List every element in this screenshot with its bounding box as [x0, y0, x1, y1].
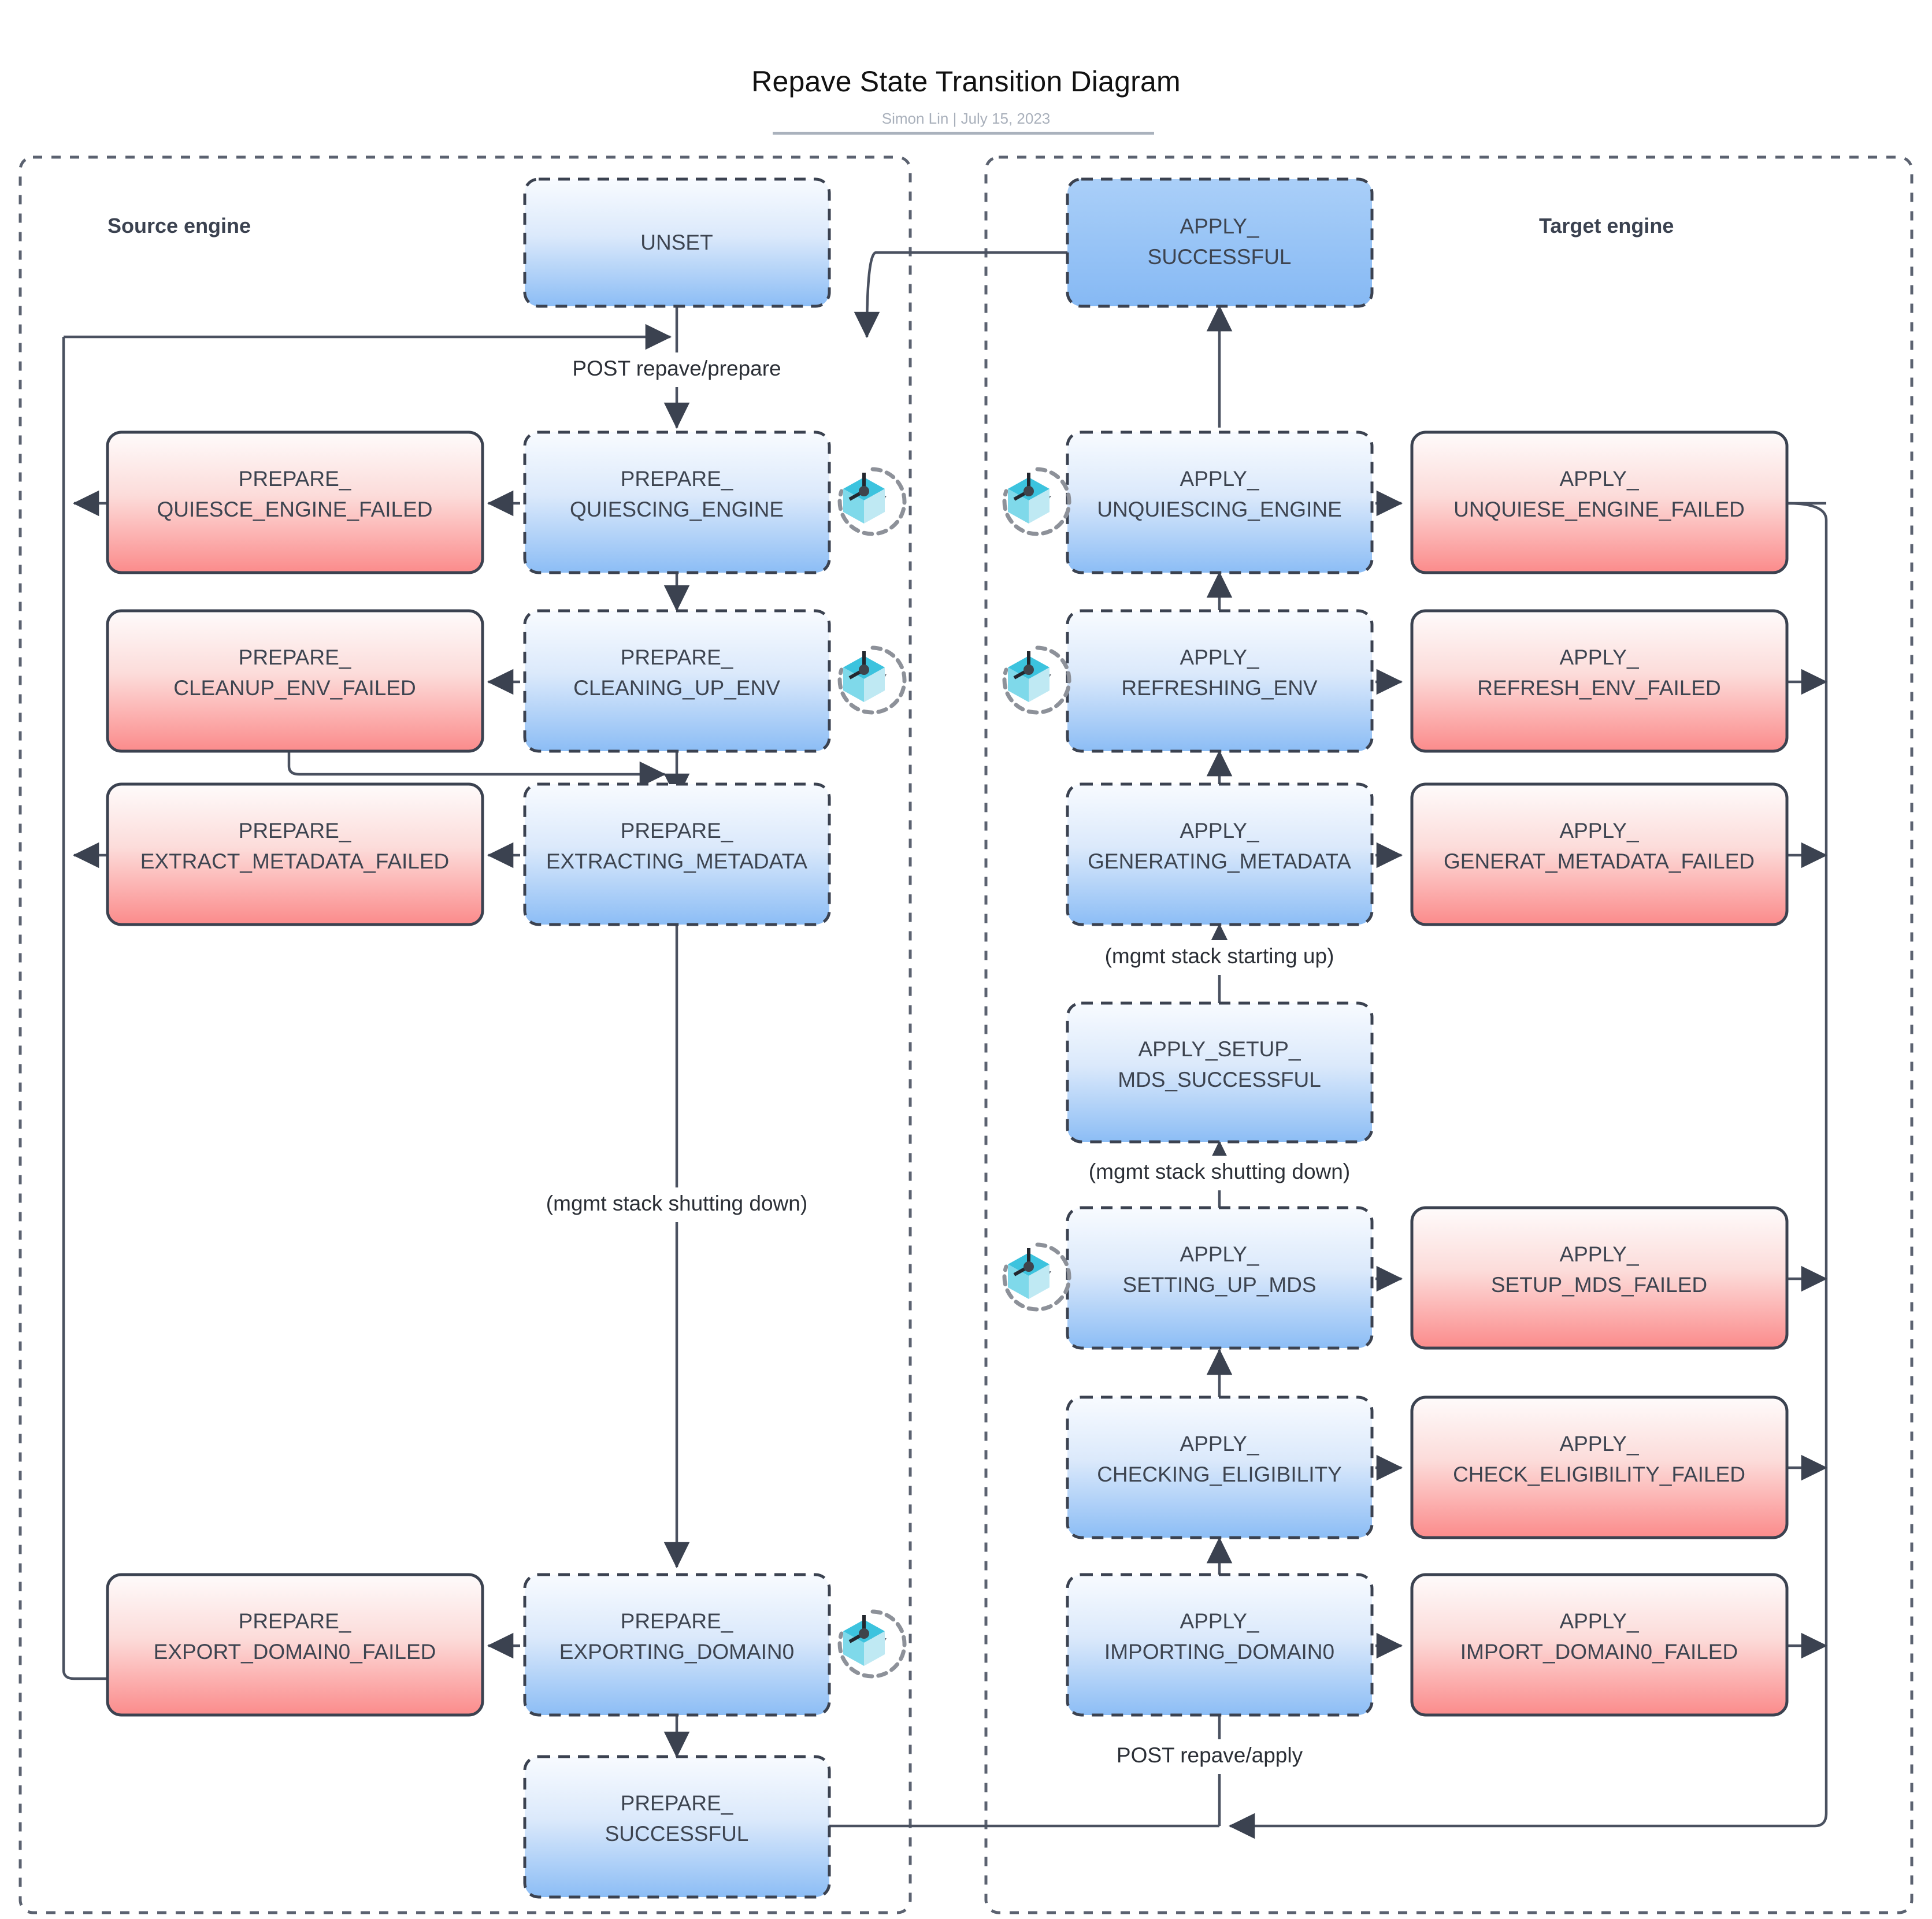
- node-pqef-line2: QUIESCE_ENGINE_FAILED: [157, 498, 432, 521]
- node-pqef-line1: PREPARE_: [239, 467, 351, 491]
- edge-right-return-bus: [1228, 502, 1828, 1839]
- title-rule: [773, 132, 1154, 135]
- node-apply-unquiescing-engine[interactable]: APPLY_ UNQUIESCING_ENGINE: [1066, 430, 1374, 574]
- node-apply-importing-domain0[interactable]: APPLY_ IMPORTING_DOMAIN0: [1066, 1573, 1374, 1717]
- panel-label-target: Target engine: [1539, 214, 1674, 237]
- page-title: Repave State Transition Diagram: [751, 65, 1181, 98]
- node-apply-import-domain0-failed[interactable]: APPLY_ IMPORT_DOMAIN0_FAILED: [1410, 1573, 1789, 1717]
- node-prepare-cleaning-up-env[interactable]: PREPARE_ CLEANING_UP_ENV: [523, 609, 831, 753]
- edge-label-post-repave-apply: POST repave/apply: [1117, 1743, 1303, 1767]
- node-auef-line1: APPLY_: [1559, 467, 1639, 491]
- node-apply-generat-metadata-failed[interactable]: APPLY_ GENERAT_METADATA_FAILED: [1410, 782, 1789, 926]
- node-prepare-extract-metadata-failed[interactable]: PREPARE_ EXTRACT_METADATA_FAILED: [106, 782, 484, 926]
- node-asmf-line1: APPLY_: [1559, 1242, 1639, 1266]
- node-aue-line1: APPLY_: [1180, 467, 1259, 491]
- node-as-line1: APPLY_: [1180, 214, 1259, 238]
- timer-cube-icon: [837, 645, 907, 715]
- node-auef-line2: UNQUIESE_ENGINE_FAILED: [1453, 498, 1745, 521]
- node-prepare-successful[interactable]: PREPARE_ SUCCESSFUL: [523, 1755, 831, 1899]
- node-pem-line2: EXTRACTING_METADATA: [546, 849, 808, 873]
- node-asum-line2: SETTING_UP_MDS: [1122, 1273, 1316, 1297]
- node-pcef-line2: CLEANUP_ENV_FAILED: [173, 676, 416, 700]
- timer-cube-icon: [1002, 1242, 1071, 1312]
- node-apply-refresh-env-failed[interactable]: APPLY_ REFRESH_ENV_FAILED: [1410, 609, 1789, 753]
- node-ped-line1: PREPARE_: [621, 1609, 733, 1633]
- node-agmf-line2: GENERAT_METADATA_FAILED: [1444, 849, 1755, 873]
- node-pqe-line2: QUIESCING_ENGINE: [570, 498, 784, 521]
- node-agm-line1: APPLY_: [1180, 819, 1259, 842]
- node-pemf-line2: EXTRACT_METADATA_FAILED: [140, 849, 450, 873]
- node-agm-line2: GENERATING_METADATA: [1088, 849, 1351, 873]
- node-aidf-line2: IMPORT_DOMAIN0_FAILED: [1460, 1640, 1738, 1664]
- node-pemf-line1: PREPARE_: [239, 819, 351, 842]
- timer-cube-icon: [1002, 467, 1071, 536]
- node-pem-line1: PREPARE_: [621, 819, 733, 842]
- timer-cube-icon: [837, 467, 907, 536]
- node-apply-setup-mds-failed[interactable]: APPLY_ SETUP_MDS_FAILED: [1410, 1206, 1789, 1350]
- node-apply-check-eligibility-failed[interactable]: APPLY_ CHECK_ELIGIBILITY_FAILED: [1410, 1395, 1789, 1539]
- node-pcue-line2: CLEANING_UP_ENV: [573, 676, 780, 700]
- node-prepare-quiescing-engine[interactable]: PREPARE_ QUIESCING_ENGINE: [523, 430, 831, 574]
- edge-label-post-repave-prepare: POST repave/prepare: [572, 357, 781, 380]
- node-pedf-line2: EXPORT_DOMAIN0_FAILED: [154, 1640, 436, 1664]
- node-aref-line2: REFRESH_ENV_FAILED: [1477, 676, 1721, 700]
- node-apply-unquiese-engine-failed[interactable]: APPLY_ UNQUIESE_ENGINE_FAILED: [1410, 430, 1789, 574]
- edge-labels: POST repave/prepare (mgmt stack shutting…: [509, 352, 1396, 1774]
- panel-target: [984, 155, 1914, 1914]
- node-acef-line1: APPLY_: [1559, 1432, 1639, 1456]
- timer-cube-icon: [1002, 645, 1071, 715]
- node-prepare-quiesce-engine-failed[interactable]: PREPARE_ QUIESCE_ENGINE_FAILED: [106, 430, 484, 574]
- node-agmf-line1: APPLY_: [1559, 819, 1639, 842]
- node-amss-line2: MDS_SUCCESSFUL: [1118, 1068, 1321, 1092]
- node-pcue-line1: PREPARE_: [621, 645, 733, 669]
- node-pcef-line1: PREPARE_: [239, 645, 351, 669]
- panel-source: [18, 155, 912, 1914]
- edge-applysuccess-to-junction: [854, 251, 1076, 339]
- node-prepare-exporting-domain0[interactable]: PREPARE_ EXPORTING_DOMAIN0: [523, 1573, 831, 1717]
- node-are-line1: APPLY_: [1180, 645, 1259, 669]
- node-prepare-cleanup-env-failed[interactable]: PREPARE_ CLEANUP_ENV_FAILED: [106, 609, 484, 753]
- node-as-line2: SUCCESSFUL: [1148, 245, 1292, 269]
- node-ace-line1: APPLY_: [1180, 1432, 1259, 1456]
- node-unset-line1: UNSET: [640, 231, 713, 254]
- panel-label-source: Source engine: [107, 214, 251, 237]
- node-asmf-line2: SETUP_MDS_FAILED: [1491, 1273, 1707, 1297]
- node-unset[interactable]: UNSET: [523, 177, 831, 308]
- edge-label-mgmt-shutting-down-right: (mgmt stack shutting down): [1089, 1160, 1350, 1183]
- timer-cube-icon: [837, 1609, 907, 1679]
- byline: Simon Lin | July 15, 2023: [881, 110, 1051, 127]
- node-asum-line1: APPLY_: [1180, 1242, 1259, 1266]
- node-ps-line1: PREPARE_: [621, 1791, 733, 1815]
- edge-label-mgmt-shutting-down-left: (mgmt stack shutting down): [546, 1192, 807, 1215]
- node-prepare-extracting-metadata[interactable]: PREPARE_ EXTRACTING_METADATA: [523, 782, 831, 926]
- node-apply-successful[interactable]: APPLY_ SUCCESSFUL: [1066, 177, 1374, 308]
- node-pqe-line1: PREPARE_: [621, 467, 733, 491]
- node-are-line2: REFRESHING_ENV: [1121, 676, 1318, 700]
- node-ped-line2: EXPORTING_DOMAIN0: [559, 1640, 794, 1664]
- node-apply-checking-eligibility[interactable]: APPLY_ CHECKING_ELIGIBILITY: [1066, 1395, 1374, 1539]
- node-amss-line1: APPLY_SETUP_: [1138, 1037, 1300, 1061]
- node-aid-line1: APPLY_: [1180, 1609, 1259, 1633]
- node-pedf-line1: PREPARE_: [239, 1609, 351, 1633]
- edge-label-mgmt-starting-up: (mgmt stack starting up): [1105, 944, 1334, 968]
- node-apply-refreshing-env[interactable]: APPLY_ REFRESHING_ENV: [1066, 609, 1374, 753]
- node-ps-line2: SUCCESSFUL: [605, 1822, 749, 1846]
- node-aid-line2: IMPORTING_DOMAIN0: [1104, 1640, 1334, 1664]
- edge-cleanup-rejoin: [287, 751, 666, 788]
- node-aue-line2: UNQUIESCING_ENGINE: [1097, 498, 1342, 521]
- node-acef-line2: CHECK_ELIGIBILITY_FAILED: [1453, 1463, 1745, 1486]
- edge-left-return-bus: [62, 337, 107, 1680]
- node-apply-setup-mds-successful[interactable]: APPLY_SETUP_ MDS_SUCCESSFUL: [1066, 1001, 1374, 1144]
- node-prepare-export-domain0-failed[interactable]: PREPARE_ EXPORT_DOMAIN0_FAILED: [106, 1573, 484, 1717]
- node-aidf-line1: APPLY_: [1559, 1609, 1639, 1633]
- node-apply-generating-metadata[interactable]: APPLY_ GENERATING_METADATA: [1066, 782, 1374, 926]
- node-ace-line2: CHECKING_ELIGIBILITY: [1097, 1463, 1342, 1486]
- node-aref-line1: APPLY_: [1559, 645, 1639, 669]
- node-apply-setting-up-mds[interactable]: APPLY_ SETTING_UP_MDS: [1066, 1206, 1374, 1350]
